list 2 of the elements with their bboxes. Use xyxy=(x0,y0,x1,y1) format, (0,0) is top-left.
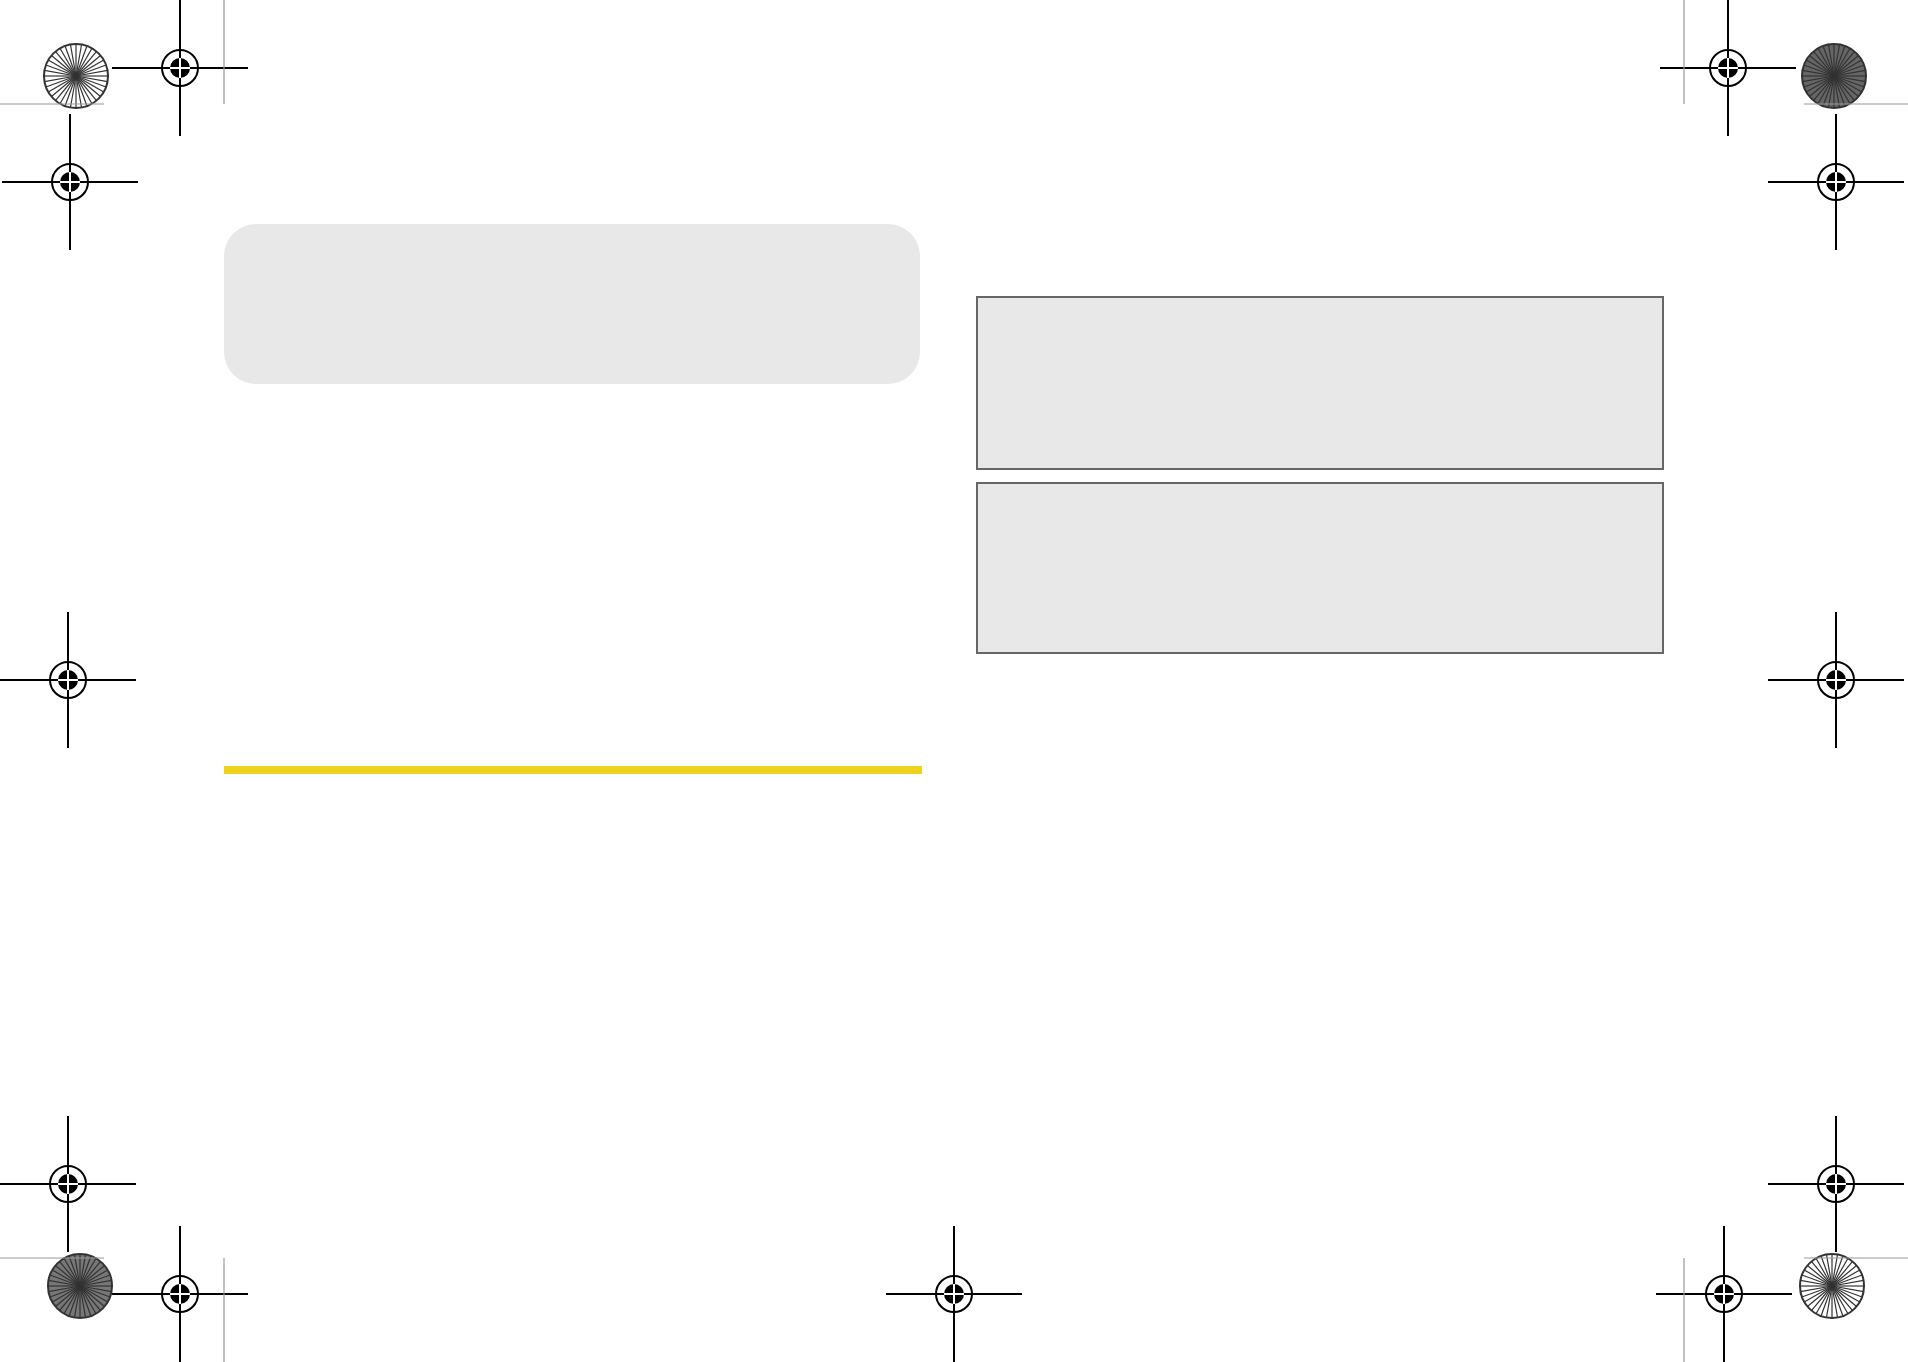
shaded-panel xyxy=(976,296,1664,470)
shaded-panel xyxy=(976,482,1664,654)
